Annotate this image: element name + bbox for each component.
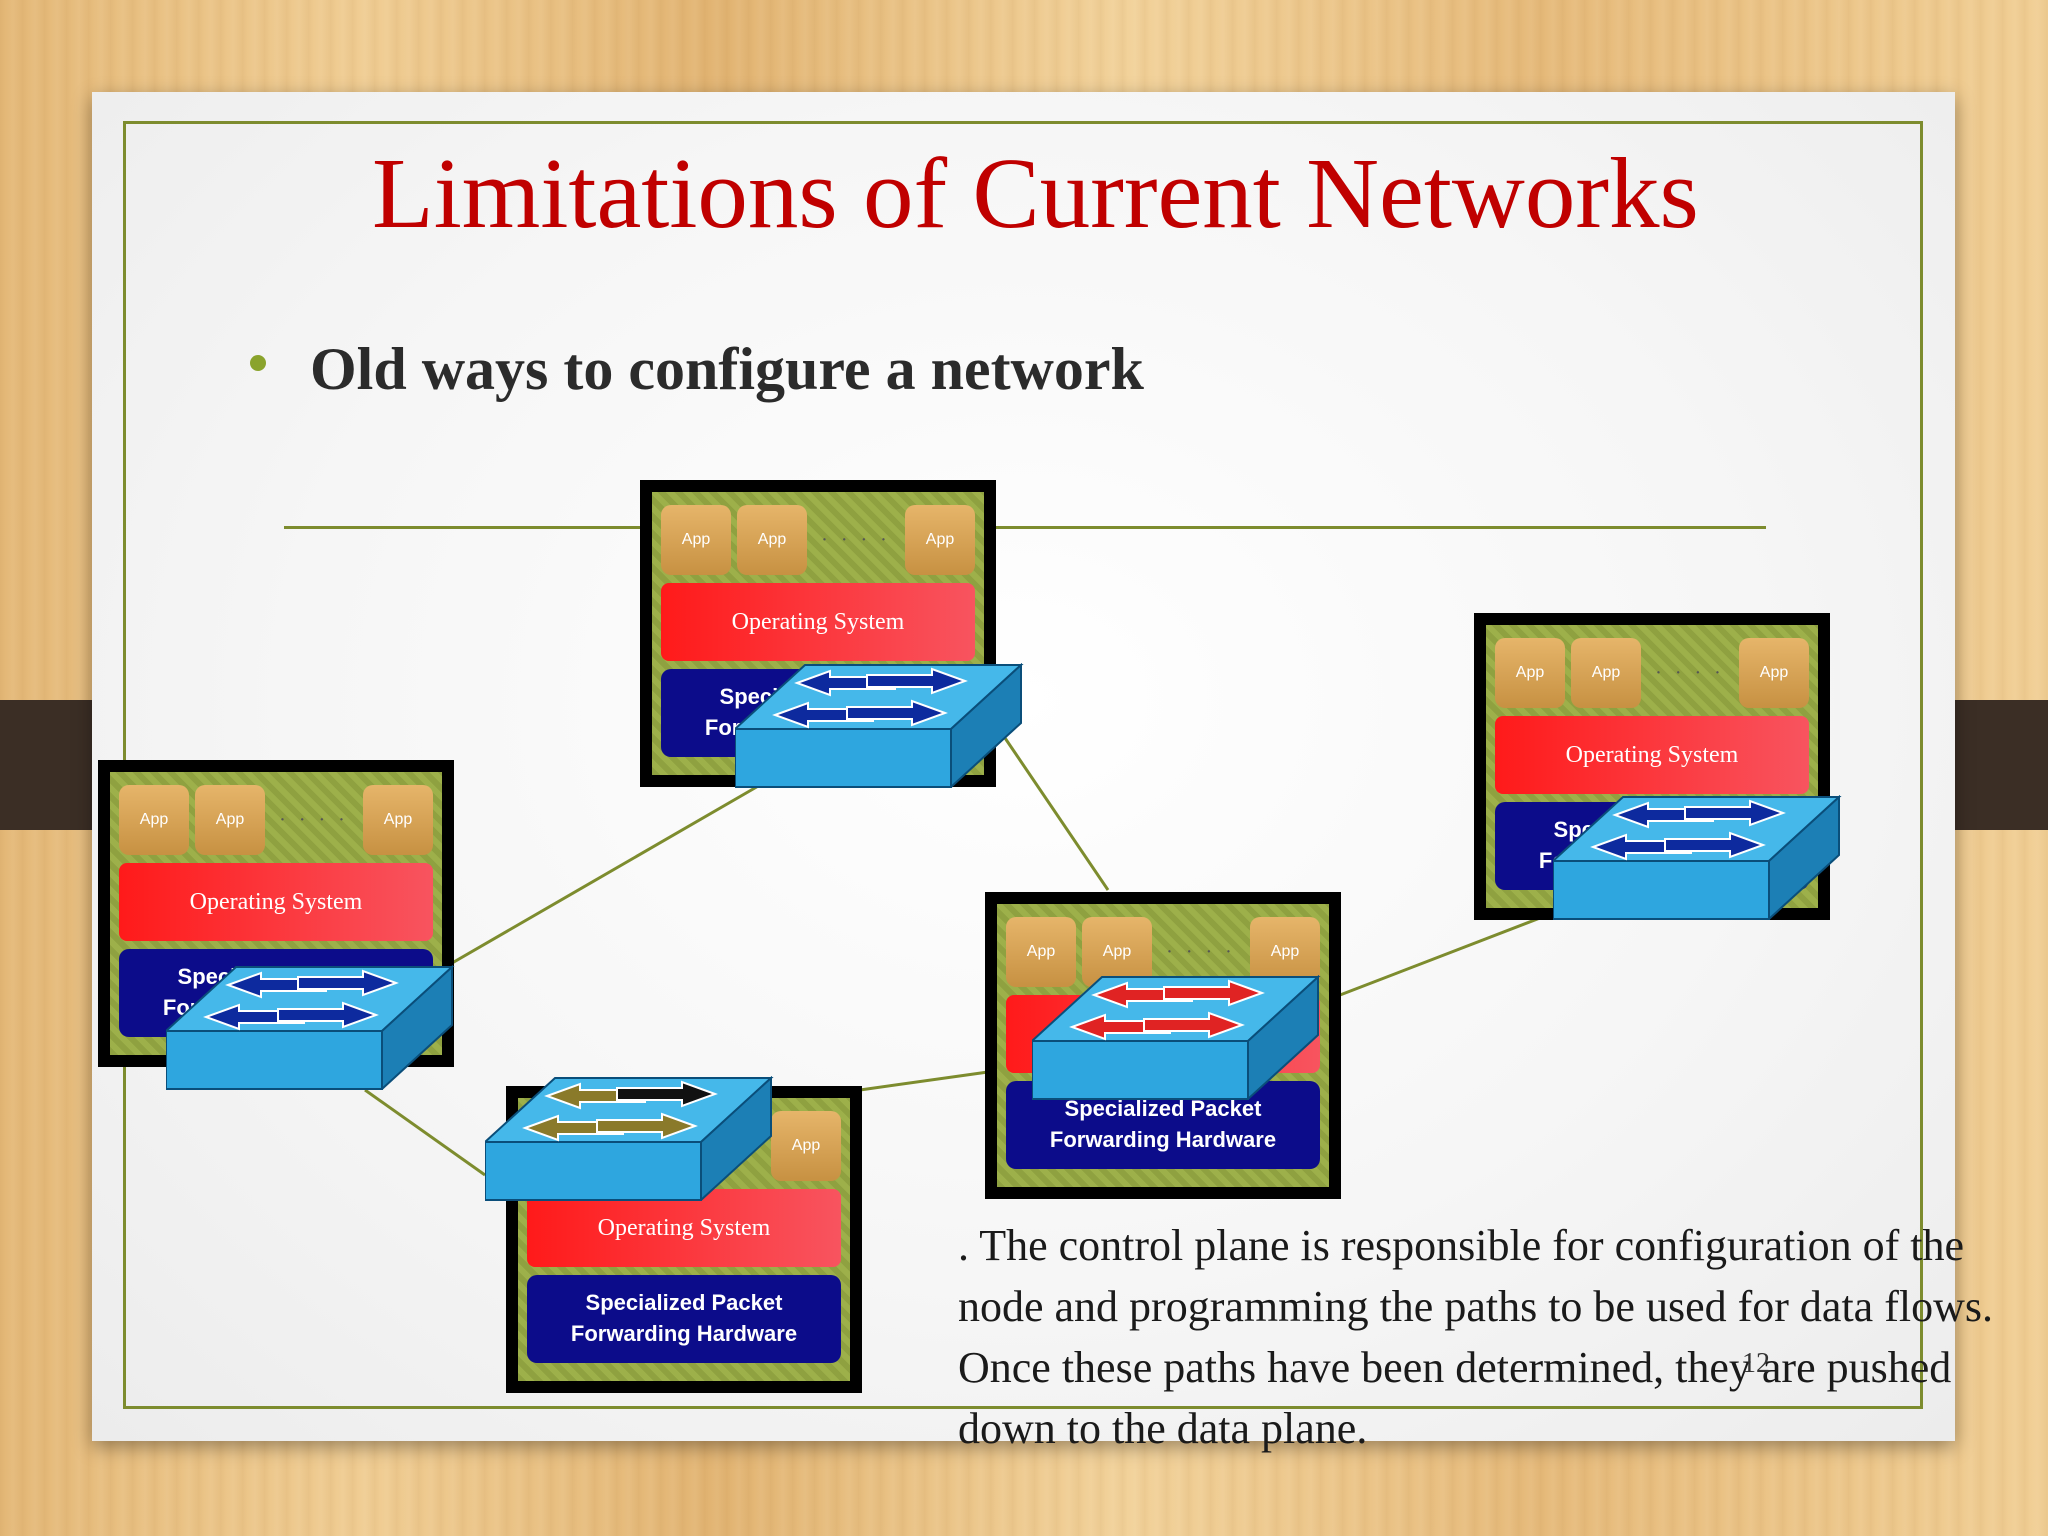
app-box: App [737,505,807,575]
app-box: App [119,785,189,855]
divider-line [284,526,1766,529]
network-switch-icon [485,1076,774,1201]
link-left-top [439,783,761,972]
operating-system-layer: Operating System [1495,716,1809,794]
network-switch-icon [166,965,455,1090]
app-box: App [1006,917,1076,987]
operating-system-layer: Operating System [527,1189,841,1267]
app-box: App [1571,638,1641,708]
app-box: App [363,785,433,855]
link-bottom-center [859,1070,989,1092]
forwarding-hardware-layer: Specialized Packet Forwarding Hardware [527,1275,841,1363]
link-top-center [1003,737,1110,891]
body-paragraph: . The control plane is responsible for c… [958,1221,1993,1453]
app-box: App [1250,917,1320,987]
node-top: App App · · · · App Operating System Spe… [640,480,996,787]
page-number: 12 [1742,1348,1770,1379]
app-box: App [1739,638,1809,708]
app-box: App [771,1111,841,1181]
bullet-text: Old ways to configure a network [310,336,1144,402]
app-box: App [1082,917,1152,987]
network-switch-icon [1553,795,1842,920]
link-left-bottom [364,1088,486,1177]
app-box: App [661,505,731,575]
operating-system-layer: Operating System [661,583,975,661]
app-box: App [1495,638,1565,708]
operating-system-layer: Operating System [119,863,433,941]
link-center-right [1339,916,1541,997]
network-switch-icon [735,663,1024,788]
app-box: App [195,785,265,855]
network-switch-icon [1032,975,1321,1100]
bullet-dot-icon [250,355,266,371]
app-box: App [905,505,975,575]
slide-title: Limitations of Current Networks [372,137,1699,249]
